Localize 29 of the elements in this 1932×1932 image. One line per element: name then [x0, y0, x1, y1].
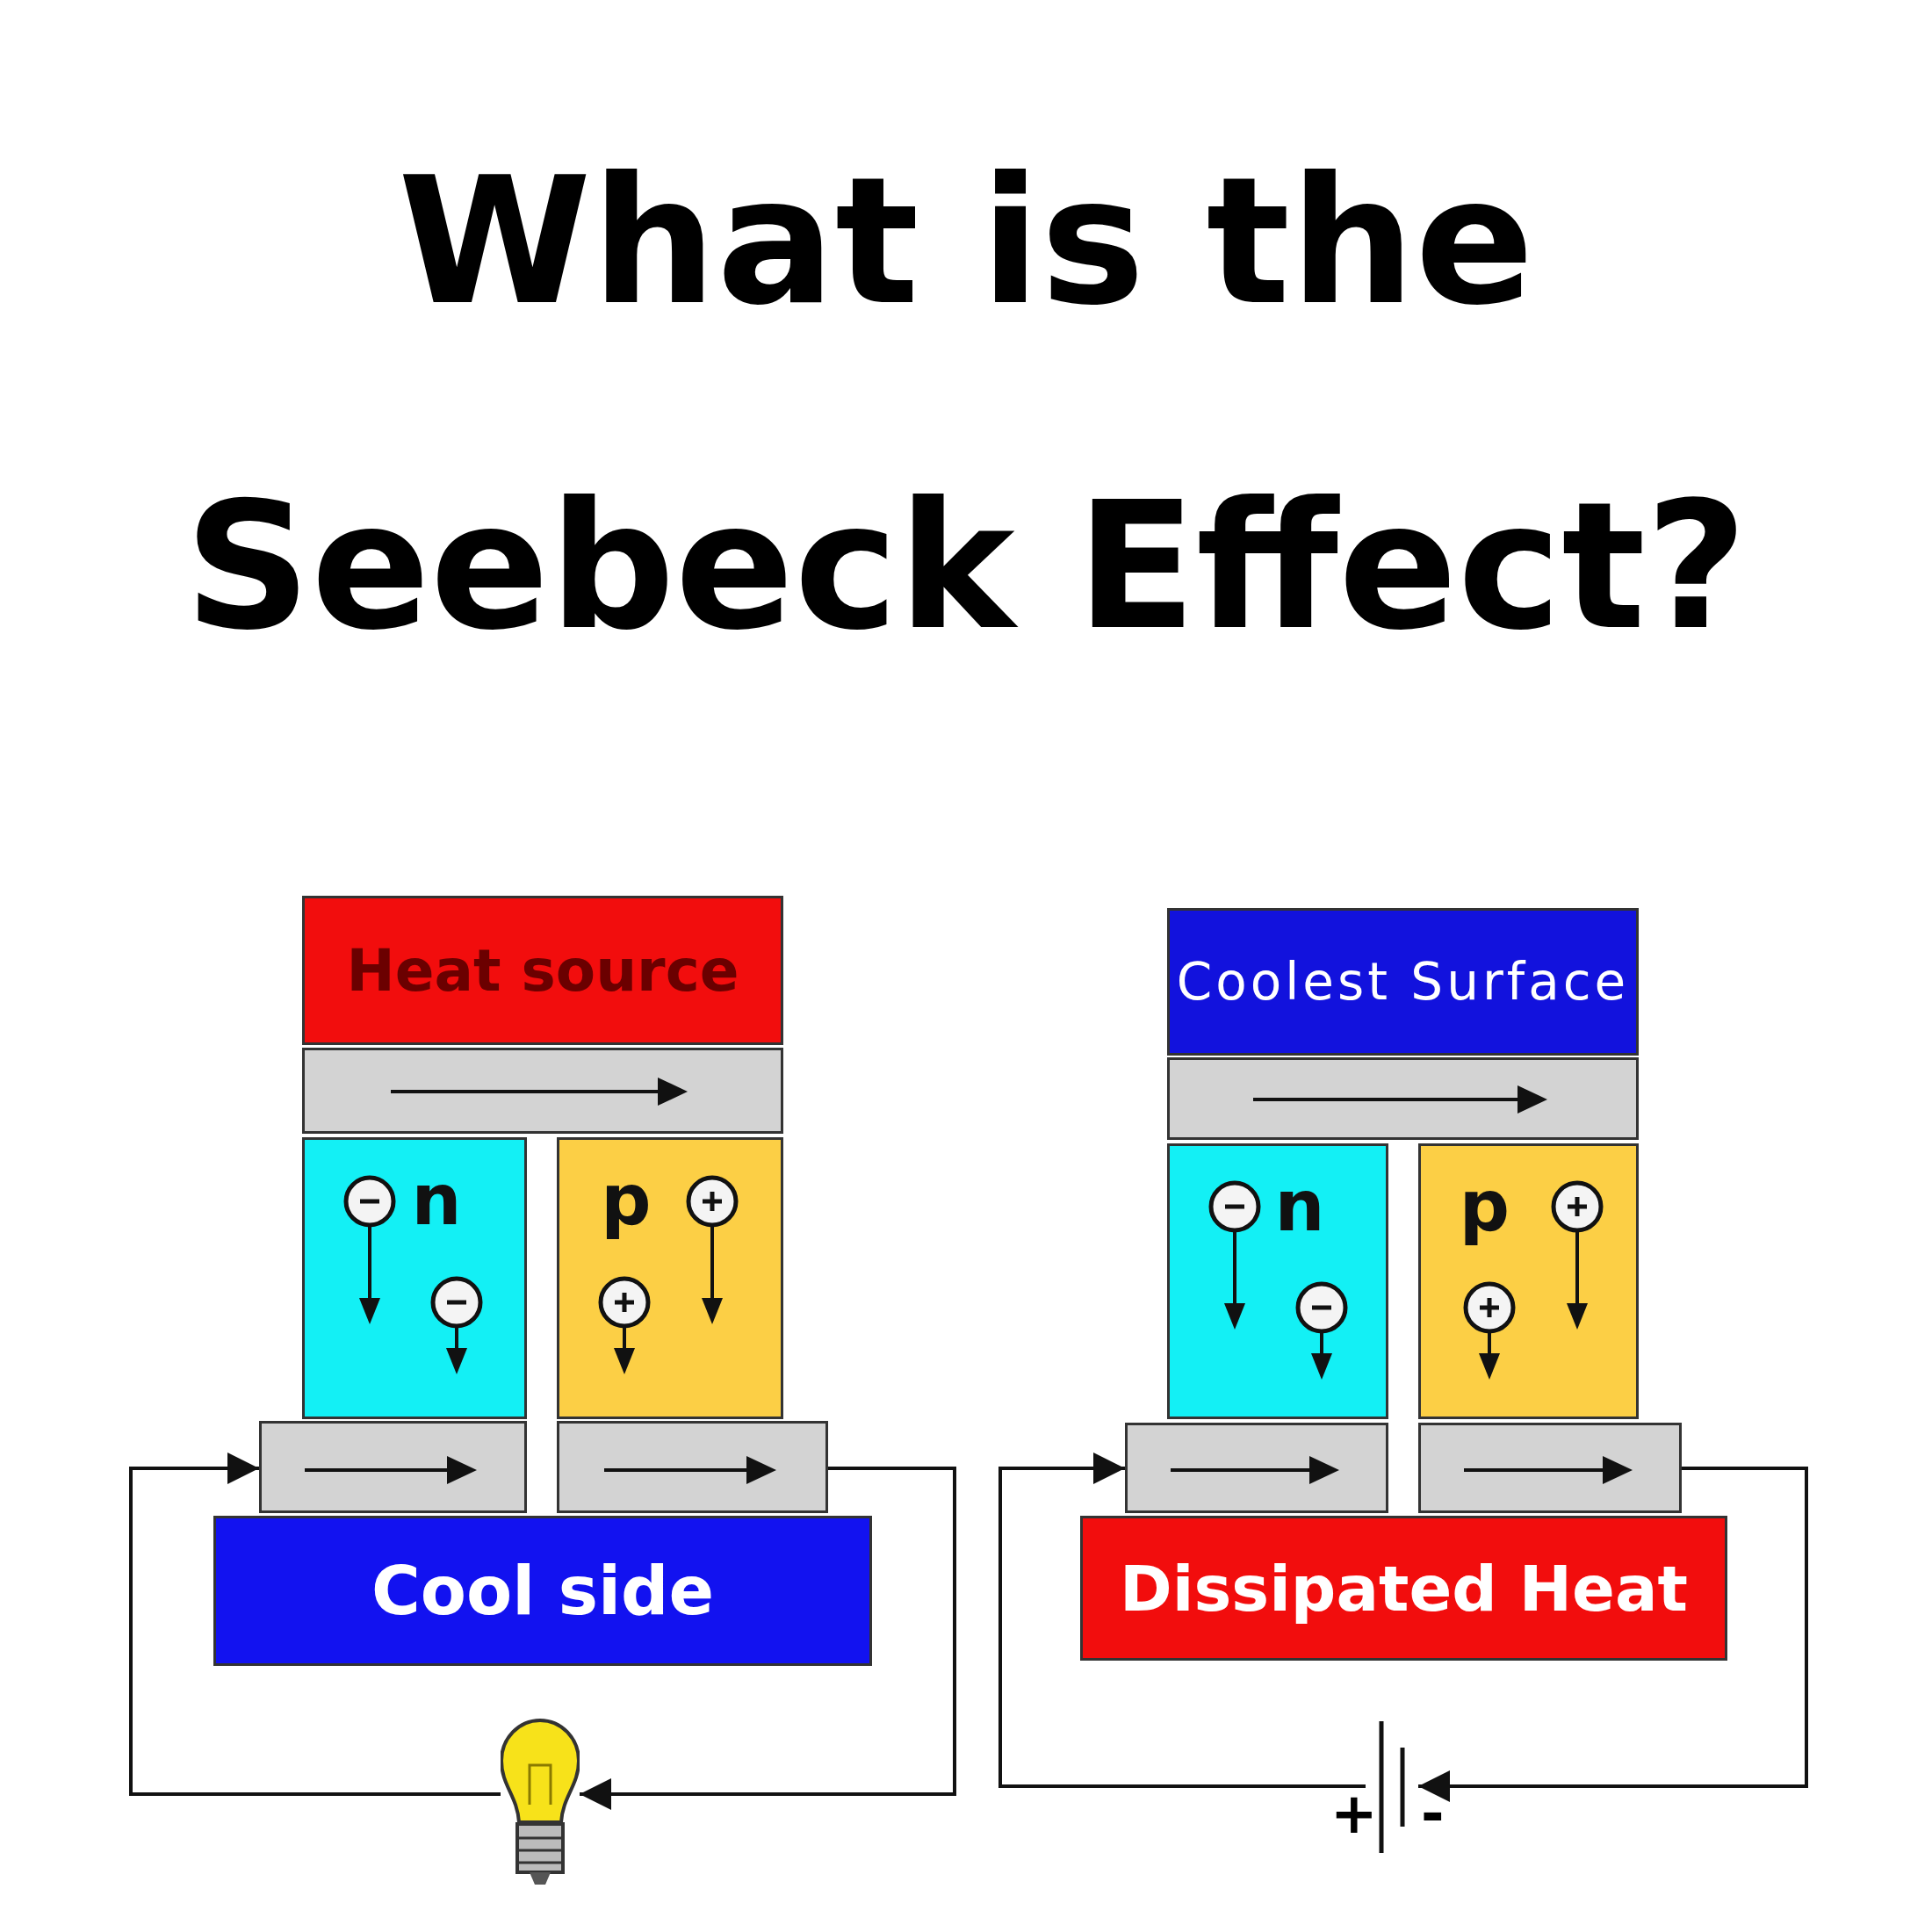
conductor-plate: [1418, 1423, 1682, 1513]
block-label: Coolest Surface: [1176, 952, 1630, 1012]
n-type-block: [1167, 1143, 1388, 1419]
p-type-block: [557, 1137, 783, 1419]
conductor-plate: [557, 1421, 828, 1513]
type-label: p: [601, 1159, 652, 1241]
wire: [580, 1467, 956, 1810]
n-type-block: [302, 1137, 527, 1419]
heat-source-block: [302, 896, 783, 1045]
wire: [1418, 1467, 1808, 1802]
polarity-label: -: [1421, 1781, 1445, 1846]
title: What is the Seebeck Effect?: [184, 138, 1748, 670]
wire: [129, 1453, 501, 1796]
conductor-plate: [1125, 1423, 1388, 1513]
block-label: Cool side: [371, 1552, 714, 1630]
type-label: p: [1459, 1165, 1510, 1247]
p-type-block: [1418, 1143, 1639, 1419]
coolest-surface-block: [1167, 908, 1639, 1056]
block-label: Heat source: [346, 936, 739, 1005]
type-label: n: [1274, 1165, 1325, 1247]
conductor-plate: [302, 1048, 783, 1134]
conductor-plate: [1167, 1057, 1639, 1140]
dissipated-heat-block: [1080, 1516, 1727, 1661]
cool-side-block: [213, 1516, 872, 1666]
conductor-plate: [259, 1421, 527, 1513]
type-label: n: [411, 1159, 462, 1241]
wire: [998, 1453, 1366, 1788]
polarity-label: +: [1330, 1781, 1378, 1846]
block-label: Dissipated Heat: [1120, 1551, 1688, 1626]
